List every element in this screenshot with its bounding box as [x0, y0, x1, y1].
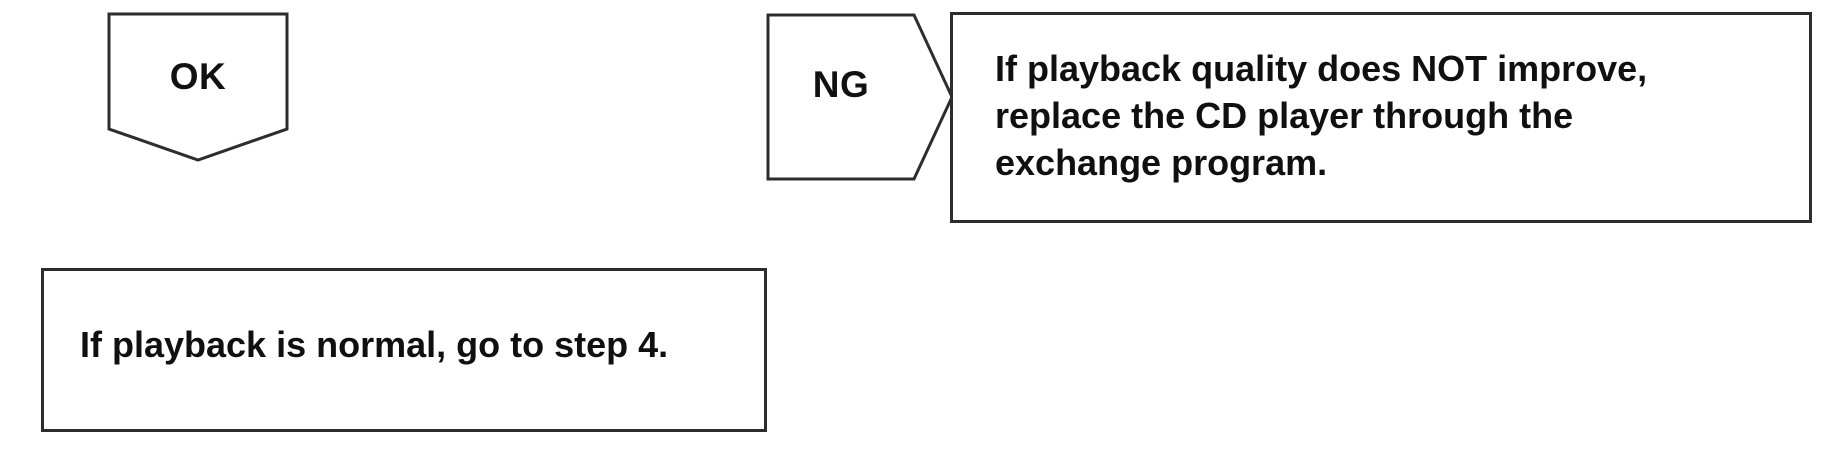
ng-pentagon-outline — [766, 13, 954, 181]
ng-branch-label: NG — [812, 64, 870, 105]
ok-branch-label: OK — [169, 56, 227, 97]
ng-result-box[interactable]: If playback quality does NOT improve, re… — [950, 12, 1812, 223]
ok-branch-shape[interactable] — [106, 11, 290, 163]
ng-branch-shape[interactable] — [764, 11, 956, 183]
ng-result-text: If playback quality does NOT improve, re… — [995, 48, 1648, 183]
ok-pentagon-outline — [107, 12, 289, 162]
ok-result-text: If playback is normal, go to step 4. — [80, 324, 669, 365]
ok-result-box[interactable]: If playback is normal, go to step 4. — [41, 268, 767, 432]
